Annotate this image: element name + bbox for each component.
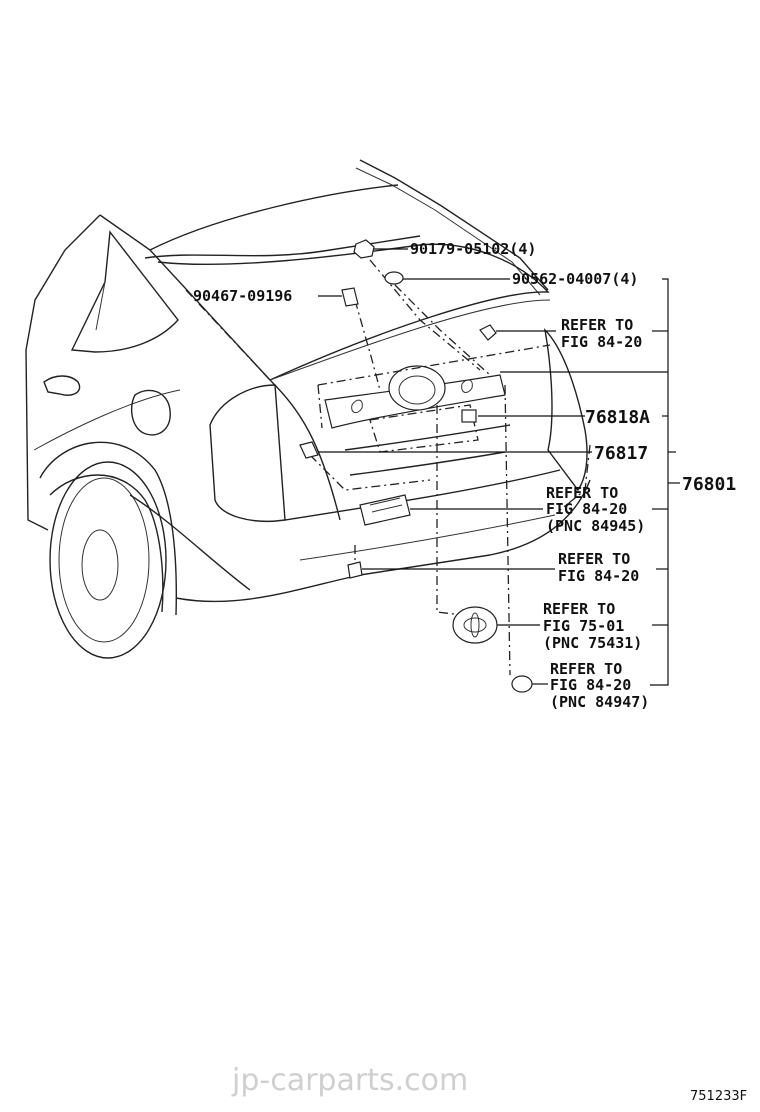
- label-refer-d-line1: REFER TO: [543, 600, 615, 618]
- car-body: [25, 159, 591, 659]
- label-refer-c-line2: FIG 84-20: [558, 567, 639, 585]
- label-refer-c-line1: REFER TO: [558, 550, 630, 568]
- watermark: jp-carparts.com: [231, 1063, 468, 1098]
- nut-90179-icon: [353, 239, 375, 259]
- label-76801: 76801: [682, 474, 736, 495]
- label-refer-e-line1: REFER TO: [550, 660, 622, 678]
- cap-icon: [511, 675, 533, 693]
- license-lamp-icon: [359, 494, 411, 526]
- washer-90562-icon: [384, 271, 404, 285]
- label-refer-d-line2: FIG 75-01: [543, 617, 624, 635]
- label-refer-a-line2: FIG 84-20: [561, 333, 642, 351]
- label-90562: 90562-04007(4): [512, 270, 638, 288]
- small-parts: [299, 239, 533, 693]
- figure-id: 751233F: [690, 1089, 747, 1104]
- label-refer-b-line1: REFER TO: [546, 484, 618, 502]
- clip-90467-icon: [341, 287, 359, 307]
- toyota-emblem-icon: [452, 606, 498, 644]
- screw-icon: [479, 324, 497, 341]
- callout-labels: 90179-05102(4) 90562-04007(4) 90467-0919…: [193, 240, 736, 711]
- bolt-icon: [347, 561, 363, 579]
- clip-76817-icon: [299, 441, 319, 459]
- back-door-garnish: [324, 365, 506, 429]
- label-refer-d-line3: (PNC 75431): [543, 634, 642, 652]
- label-refer-a-line1: REFER TO: [561, 316, 633, 334]
- label-refer-b-line2: FIG 84-20: [546, 500, 627, 518]
- assembly-dash-lines: [185, 259, 591, 676]
- label-76818a: 76818A: [585, 407, 650, 428]
- label-refer-e-line3: (PNC 84947): [550, 693, 649, 711]
- label-refer-e-line2: FIG 84-20: [550, 676, 631, 694]
- plug-76818a-icon: [461, 409, 477, 423]
- label-90179: 90179-05102(4): [410, 240, 536, 258]
- label-90467: 90467-09196: [193, 287, 292, 305]
- label-76817: 76817: [594, 443, 648, 464]
- label-refer-b-line3: (PNC 84945): [546, 517, 645, 535]
- leader-lines: [318, 248, 680, 686]
